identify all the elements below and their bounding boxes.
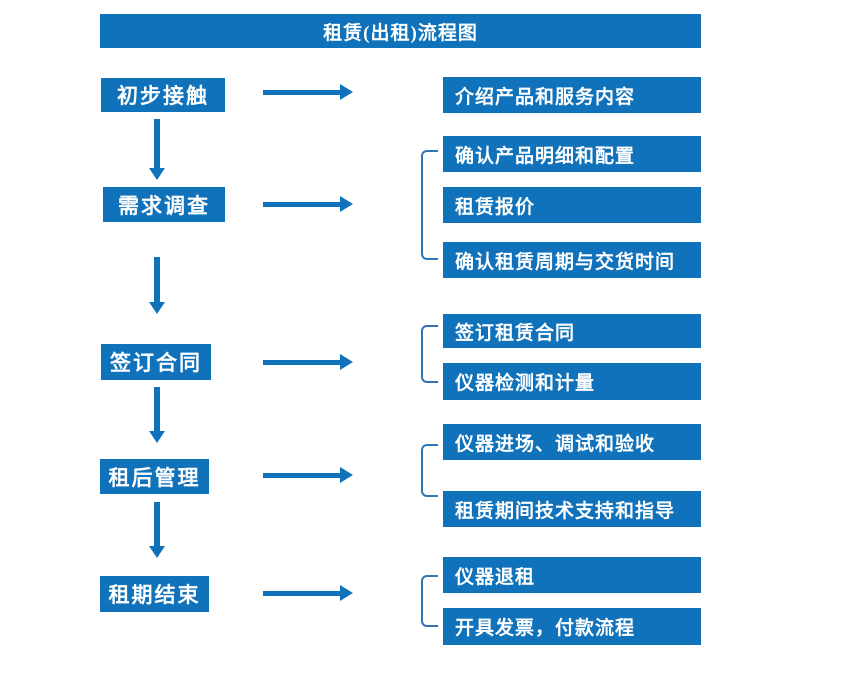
flowchart-title-bar: 租赁(出租)流程图	[100, 14, 701, 48]
arrow-shaft	[263, 590, 340, 596]
arrow-down-icon	[149, 257, 165, 314]
output-box-instrument-setup-acceptance: 仪器进场、调试和验收	[443, 424, 701, 460]
arrow-head	[149, 302, 165, 314]
arrow-down-icon	[149, 119, 165, 180]
output-box-technical-support: 租赁期间技术支持和指导	[443, 491, 701, 527]
arrow-head	[149, 431, 165, 443]
stage-box-post-rental-management: 租后管理	[100, 459, 209, 494]
arrow-shaft	[263, 359, 340, 365]
flowchart-title: 租赁(出租)流程图	[323, 22, 478, 44]
arrow-right-icon	[263, 196, 353, 212]
arrow-head	[340, 354, 353, 370]
output-box-instrument-return: 仪器退租	[443, 557, 701, 593]
arrow-down-icon	[149, 502, 165, 558]
group-bracket-icon	[421, 444, 438, 497]
group-bracket-icon	[421, 325, 438, 383]
arrow-head	[340, 585, 353, 601]
output-box-invoice-payment: 开具发票，付款流程	[443, 608, 701, 645]
arrow-head	[149, 168, 165, 180]
arrow-right-icon	[263, 467, 353, 483]
arrow-head	[340, 84, 353, 100]
arrow-head	[340, 467, 353, 483]
output-box-instrument-testing: 仪器检测和计量	[443, 363, 701, 400]
output-box-sign-rental-contract: 签订租赁合同	[443, 314, 701, 348]
arrow-head	[149, 546, 165, 558]
arrow-shaft	[263, 472, 340, 478]
stage-box-sign-contract: 签订合同	[101, 344, 211, 380]
arrow-shaft	[154, 502, 160, 546]
arrow-head	[340, 196, 353, 212]
arrow-shaft	[263, 89, 340, 95]
output-box-confirm-product-details: 确认产品明细和配置	[443, 136, 701, 172]
arrow-shaft	[154, 387, 160, 431]
output-box-confirm-period-delivery: 确认租赁周期与交货时间	[443, 242, 701, 278]
arrow-shaft	[154, 257, 160, 302]
arrow-shaft	[154, 119, 160, 168]
stage-box-lease-end: 租期结束	[100, 576, 209, 612]
arrow-down-icon	[149, 387, 165, 443]
arrow-shaft	[263, 201, 340, 207]
arrow-right-icon	[263, 84, 353, 100]
output-box-rental-quotation: 租赁报价	[443, 187, 701, 223]
group-bracket-icon	[421, 150, 438, 260]
stage-box-initial-contact: 初步接触	[101, 78, 225, 112]
arrow-right-icon	[263, 585, 353, 601]
stage-box-demand-survey: 需求调查	[103, 187, 225, 222]
group-bracket-icon	[421, 575, 438, 627]
arrow-right-icon	[263, 354, 353, 370]
output-box-introduce-products: 介绍产品和服务内容	[443, 77, 701, 113]
